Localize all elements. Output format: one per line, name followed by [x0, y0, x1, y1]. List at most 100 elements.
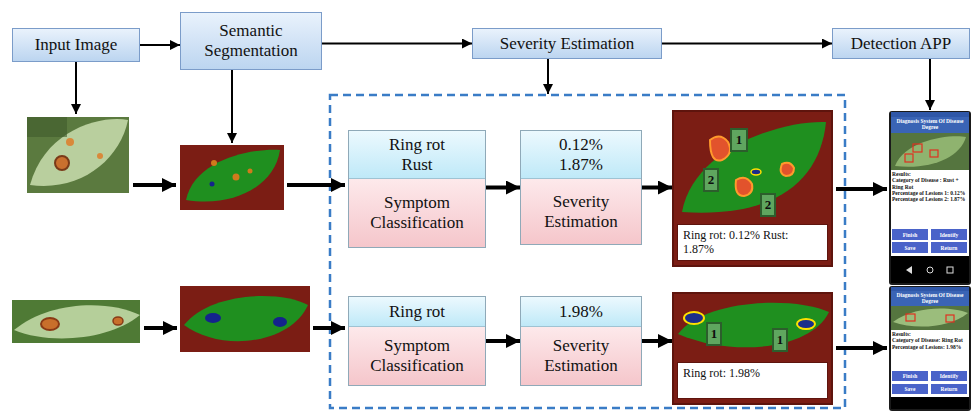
- leaf-photo: [27, 117, 129, 193]
- app-button: Identify: [931, 229, 967, 240]
- illustration-part: [330, 95, 845, 408]
- app-results: Results:Category of Disease : Rust + Rin…: [892, 171, 968, 203]
- illustration-part: [180, 145, 284, 210]
- lesion-map: [674, 112, 831, 226]
- illustration-part: [710, 136, 730, 160]
- illustration-part: [41, 318, 59, 330]
- flow-arrow: [486, 339, 520, 343]
- illustration-part: [180, 286, 310, 352]
- illustration-part: [66, 138, 74, 146]
- classification-result: 0.12% 1.87%: [521, 131, 641, 179]
- illustration-part: [892, 229, 928, 240]
- illustration-part: [678, 303, 829, 348]
- callout-number: 1: [711, 326, 718, 342]
- app-results: Results:Category of Disease: Ring RotPer…: [892, 331, 968, 350]
- severity-caption: Ring rot: 1.98%: [677, 362, 828, 399]
- button-label: Identify: [940, 232, 959, 238]
- illustration-part: [892, 371, 928, 381]
- process-box: Detection APP: [832, 28, 970, 59]
- app-button: Return: [931, 242, 967, 253]
- lesion-map: [674, 294, 831, 364]
- callout-box: 1: [730, 128, 748, 152]
- callout-box: 2: [760, 193, 776, 217]
- classification-box: 0.12% 1.87%Severity Estimation: [520, 130, 642, 245]
- process-box: Input Image: [12, 28, 140, 62]
- illustration-part: [891, 330, 969, 397]
- phone-screenshot: [889, 286, 971, 411]
- result-text: 1.98%: [559, 302, 603, 322]
- illustration-part: [931, 384, 967, 394]
- box-label: Detection APP: [851, 34, 952, 54]
- illustration-part: [927, 267, 933, 273]
- callout-number: 2: [708, 172, 715, 188]
- illustration-part: [891, 112, 969, 117]
- phone-screenshot: [889, 111, 971, 285]
- app-button: Save: [892, 384, 928, 394]
- illustration-part: [184, 296, 308, 341]
- stage-name: Symptom Classification: [349, 179, 485, 247]
- leaf-photo: [12, 300, 140, 343]
- result-text: Ring rot Rust: [381, 135, 453, 174]
- classification-result: Ring rot: [349, 297, 485, 327]
- caption-text: Ring rot: 1.98%: [683, 366, 760, 380]
- callout-box: 2: [703, 168, 719, 192]
- illustration-part: [113, 317, 123, 325]
- illustration-part: [144, 326, 177, 330]
- stage-label: Symptom Classification: [353, 193, 481, 232]
- illustration-part: [75, 62, 77, 114]
- result-panel: Ring rot: 0.12% Rust: 1.87%: [672, 110, 833, 267]
- app-button: Identify: [931, 371, 967, 381]
- illustration-part: [211, 160, 217, 166]
- result-panel: Ring rot: 1.98%: [672, 292, 833, 405]
- illustration-part: [929, 59, 931, 110]
- app-button: Finish: [892, 371, 928, 381]
- illustration-part: [891, 256, 969, 283]
- illustration-part: [736, 178, 753, 196]
- stage-name: Severity Estimation: [521, 327, 641, 385]
- classification-box: 1.98% Severity Estimation: [520, 296, 642, 386]
- illustration-part: [287, 183, 345, 187]
- button-label: Return: [941, 245, 958, 251]
- illustration-part: [781, 163, 794, 176]
- app-result-line: Category of Disease: Ring Rot: [892, 337, 968, 343]
- button-label: Save: [905, 386, 916, 392]
- caption-text: Ring rot: 0.12% Rust: 1.87%: [683, 228, 793, 257]
- illustration-part: [97, 153, 103, 159]
- button-label: Return: [941, 386, 958, 392]
- illustration-part: [797, 319, 815, 329]
- illustration-part: [946, 315, 954, 322]
- classification-box: Ring rot RustSymptom Classification: [348, 130, 486, 248]
- illustration-part: [893, 309, 968, 327]
- illustration-part: [674, 112, 831, 222]
- illustration-part: [313, 326, 345, 330]
- app-button: Finish: [892, 229, 928, 240]
- illustration-part: [891, 306, 969, 330]
- illustration-part: [836, 187, 887, 191]
- classification-box: Ring rotSymptom Classification: [348, 296, 486, 386]
- illustration-part: [684, 312, 704, 324]
- illustration-part: [133, 183, 176, 187]
- illustration-part: [233, 174, 240, 181]
- illustration-part: [891, 170, 969, 256]
- illustration-part: [906, 314, 915, 321]
- app-result-line: Percentage of Lesions 1: 0.12%: [892, 190, 968, 196]
- app-button: Return: [931, 384, 967, 394]
- process-box: Severity Estimation: [472, 28, 662, 59]
- app-result-line: Results:: [892, 171, 968, 177]
- illustration-part: [891, 117, 969, 133]
- app-title: Diagnosis System Of Disease Degree: [891, 292, 969, 305]
- illustration-part: [751, 169, 761, 175]
- stage-label: Symptom Classification: [353, 336, 481, 375]
- illustration-part: [674, 294, 831, 360]
- illustration-part: [55, 156, 69, 170]
- box-text: Detection APP: [851, 34, 952, 54]
- illustration-part: [231, 70, 233, 143]
- button-label: Finish: [903, 232, 918, 238]
- flow-arrow: [642, 186, 672, 190]
- flow-arrow: [642, 339, 672, 343]
- severity-caption: Ring rot: 0.12% Rust: 1.87%: [677, 224, 828, 261]
- flow-arrow: [322, 43, 472, 45]
- box-text: Input Image: [35, 35, 118, 55]
- illustration-part: [674, 294, 831, 360]
- illustration-part: [889, 286, 971, 411]
